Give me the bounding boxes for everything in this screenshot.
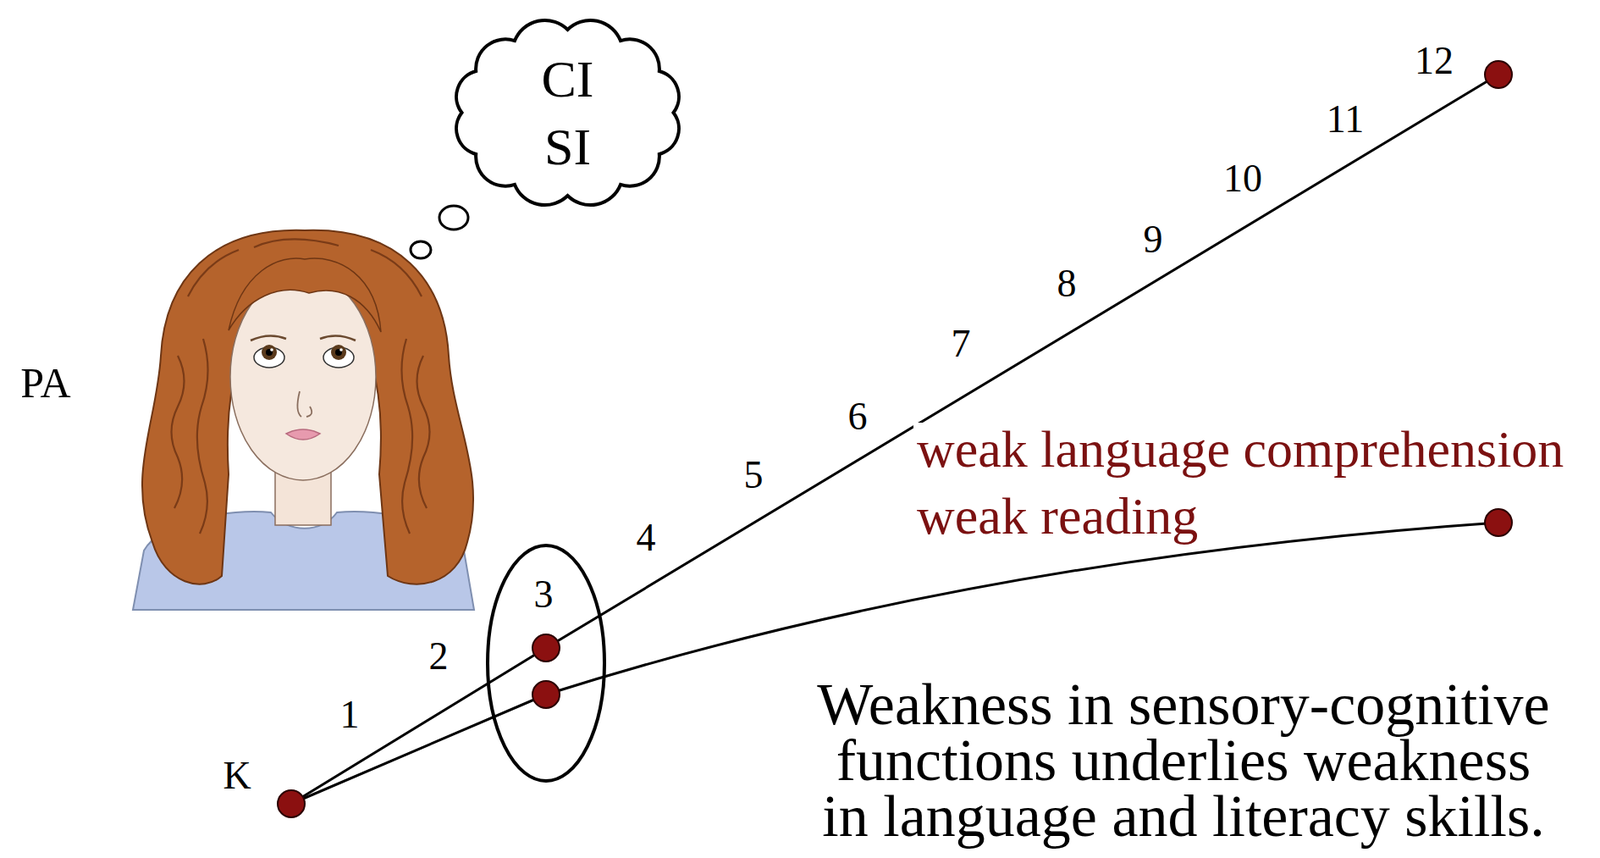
- cloud-text-column: CISI: [441, 8, 695, 217]
- thought-cloud-outline: [441, 8, 695, 217]
- thought-bubbles: [410, 205, 469, 259]
- callout-number: 3: [534, 574, 554, 614]
- grade-number: 12: [1414, 41, 1454, 81]
- trajectory-lines: [546, 522, 1499, 695]
- abbreviation-text: CI: [541, 44, 595, 113]
- hair: [142, 230, 474, 585]
- eyebrows: [250, 335, 287, 341]
- eyes: [261, 344, 277, 360]
- grade-number: 10: [1223, 159, 1263, 199]
- thought-bubbles: [439, 205, 469, 230]
- outcome-label: weak language comprehension: [913, 422, 1567, 475]
- grade-number: 5: [744, 455, 764, 495]
- start-label: K: [222, 755, 251, 795]
- eyes: [253, 344, 354, 368]
- grade-number: 9: [1143, 220, 1164, 260]
- eyes: [339, 347, 343, 352]
- grade-number: 11: [1326, 99, 1364, 139]
- trajectory-dots: [277, 789, 305, 817]
- hair-curls: [171, 355, 185, 508]
- eyes: [335, 348, 343, 356]
- summary-text: Weakness in sensory-cognitive functions …: [808, 676, 1559, 845]
- grade-number: 8: [1057, 264, 1077, 304]
- grade-number: 4: [636, 518, 657, 558]
- outcome-label: weak reading: [913, 489, 1202, 542]
- grade-number: 7: [951, 324, 972, 364]
- grade-number: 6: [848, 397, 868, 436]
- trajectory-dots: [532, 680, 560, 708]
- grade-number: 2: [429, 636, 449, 676]
- eyes: [331, 344, 347, 360]
- bangs: [228, 258, 381, 332]
- abbreviation-text: SI: [544, 112, 591, 181]
- hair-curls: [171, 238, 431, 534]
- lips: [286, 429, 320, 440]
- eyebrows: [250, 335, 356, 341]
- eyebrows: [320, 335, 356, 341]
- trajectory-dots: [532, 634, 560, 662]
- face: [230, 273, 376, 480]
- trajectory-dots: [1484, 60, 1512, 89]
- nose: [297, 391, 312, 417]
- thought-bubbles: [410, 241, 431, 259]
- grade-number: 1: [340, 695, 360, 734]
- thought-cloud-outline: [456, 20, 679, 205]
- hair-curls: [187, 249, 239, 297]
- thought-cloud: CISI: [441, 8, 695, 217]
- hair-curls: [197, 338, 209, 534]
- person-label: PA: [20, 361, 71, 404]
- hair-curls: [417, 355, 431, 508]
- grade-ellipse-outline: [487, 545, 605, 781]
- woman-illustration: [132, 230, 475, 610]
- eyes: [265, 348, 273, 356]
- trajectory-dots: [1484, 508, 1512, 536]
- hair-curls: [253, 238, 339, 248]
- hair-curls: [401, 338, 413, 534]
- eyes: [270, 347, 274, 352]
- grade-ellipse: 3: [485, 542, 607, 784]
